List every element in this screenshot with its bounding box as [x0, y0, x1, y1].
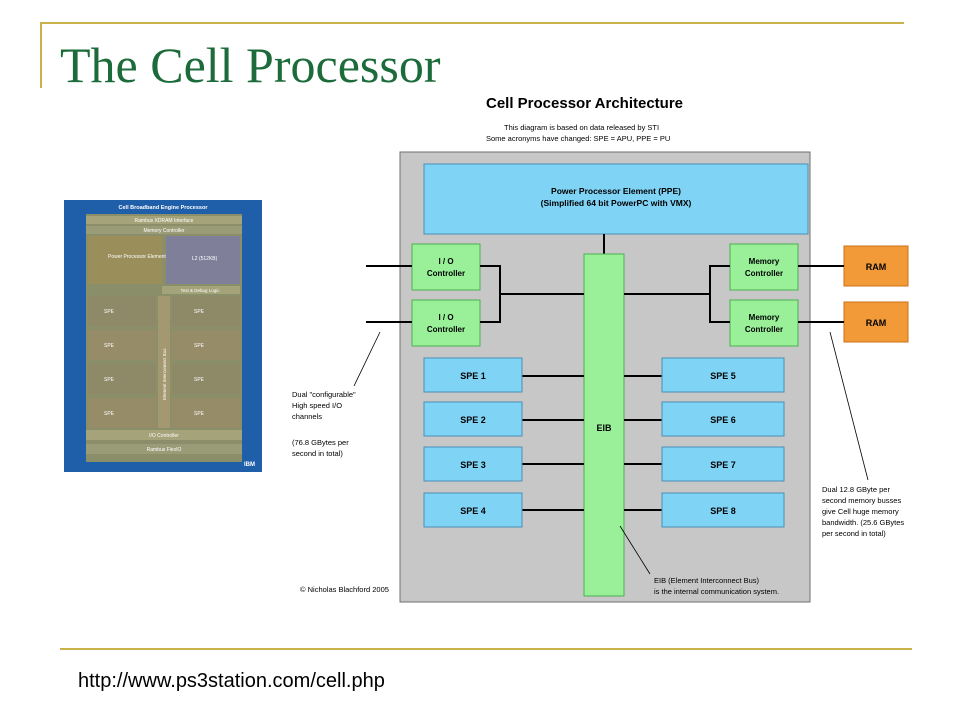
- io-controller-2: [411, 299, 481, 347]
- spe-1-block: [423, 357, 523, 393]
- io-note-pointer: [353, 331, 381, 387]
- die-label-spe: SPE: [104, 411, 115, 417]
- diagram-subtitle-1: This diagram is based on data released b…: [504, 123, 659, 132]
- spe-3-label: SPE 3: [460, 460, 486, 470]
- eib-note-pointer: [619, 525, 651, 575]
- ram-2: [843, 301, 909, 343]
- memory-controller-2-line2: Controller: [745, 325, 783, 334]
- memory-controller-2: [729, 299, 799, 347]
- spe-1-label: SPE 1: [460, 371, 486, 381]
- title-rule-vertical: [40, 22, 42, 88]
- io-note-line2: High speed I/O: [292, 401, 342, 410]
- die-test-debug: [162, 286, 240, 294]
- die-label-spe: SPE: [104, 343, 115, 349]
- diagram-title: Cell Processor Architecture: [486, 95, 683, 112]
- die-label-memory-controller: Memory Controller: [143, 228, 184, 234]
- memory-controller-1: [729, 243, 799, 291]
- memory-note-line1: Dual 12.8 GByte per: [822, 485, 890, 494]
- die-label-spe: SPE: [194, 309, 205, 315]
- die-label-spe: SPE: [194, 411, 205, 417]
- die-rambus-flexio: [86, 444, 242, 454]
- memory-controller-1-line1: Memory: [749, 257, 780, 266]
- diagram-credit: © Nicholas Blachford 2005: [300, 585, 389, 594]
- memory-controller-2-line1: Memory: [749, 313, 780, 322]
- die-memory-controller: [86, 226, 242, 234]
- die-label-spe: SPE: [104, 309, 115, 315]
- eib-block: [583, 253, 625, 597]
- io-controller-2-line2: Controller: [427, 325, 465, 334]
- io-controller-1: [411, 243, 481, 291]
- spe-8-label: SPE 8: [710, 506, 736, 516]
- footer-rule: [60, 648, 912, 650]
- cell-architecture-diagram: Cell Processor Architecture This diagram…: [292, 95, 909, 603]
- die-spe-block: [172, 296, 240, 326]
- spe-2-block: [423, 401, 523, 437]
- ram-1: [843, 245, 909, 287]
- die-label-ppe: Power Processor Element: [108, 254, 166, 260]
- die-photo: Cell Broadband Engine Processor Rambus X…: [64, 200, 262, 472]
- ppe-label-line2: (Simplified 64 bit PowerPC with VMX): [541, 198, 692, 208]
- spe-4-label: SPE 4: [460, 506, 486, 516]
- diagram-subtitle-2: Some acronyms have changed: SPE = APU, P…: [486, 134, 670, 143]
- spe-3-block: [423, 446, 523, 482]
- die-io-controller: [86, 430, 242, 440]
- die-spe-block: [88, 296, 156, 326]
- die-spe-block: [172, 330, 240, 360]
- source-url[interactable]: http://www.ps3station.com/cell.php: [78, 670, 385, 692]
- die-spe-block: [172, 398, 240, 428]
- spe-7-label: SPE 7: [710, 460, 736, 470]
- die-label-eib: Element Interconnect Bus: [162, 348, 167, 400]
- die-eib: [158, 296, 170, 428]
- memory-note-line4: bandwidth. (25.6 GBytes: [822, 518, 904, 527]
- die-l2: [166, 236, 240, 284]
- io-note-line5: second in total): [292, 449, 343, 458]
- spe-7-block: [661, 446, 785, 482]
- io-note-line4: (76.8 GBytes per: [292, 438, 349, 447]
- slide-title: The Cell Processor: [60, 37, 441, 93]
- die-label-spe: SPE: [194, 377, 205, 383]
- ppe-label-line1: Power Processor Element (PPE): [551, 186, 681, 196]
- die-spe-block: [88, 398, 156, 428]
- title-rule-horizontal: [40, 22, 904, 24]
- spe-8-block: [661, 492, 785, 528]
- ram-1-label: RAM: [866, 262, 887, 272]
- memory-note-line2: second memory busses: [822, 496, 901, 505]
- die-spe-block: [88, 330, 156, 360]
- memory-note-line3: give Cell huge memory: [822, 507, 899, 516]
- io-controller-1-line2: Controller: [427, 269, 465, 278]
- die-label-l2: L2 (512KB): [192, 256, 218, 262]
- memory-note-pointer: [829, 331, 869, 481]
- spe-2-label: SPE 2: [460, 415, 486, 425]
- ppe-block: [423, 163, 809, 235]
- die-label-rambus-xdram: Rambus XDRAM Interface: [135, 218, 194, 224]
- memory-controller-1-line2: Controller: [745, 269, 783, 278]
- die-ppe: [88, 236, 162, 284]
- spe-6-block: [661, 401, 785, 437]
- io-note-line3: channels: [292, 412, 322, 421]
- eib-note-line2: is the internal communication system.: [654, 587, 779, 596]
- memory-note-line5: per second in total): [822, 529, 886, 538]
- die-label-spe: SPE: [104, 377, 115, 383]
- die-rambus-xdram: [86, 216, 242, 224]
- die-spe-block: [172, 364, 240, 394]
- die-label-io-controller: I/O Controller: [149, 433, 179, 439]
- die-label-spe: SPE: [194, 343, 205, 349]
- spe-4-block: [423, 492, 523, 528]
- spe-5-label: SPE 5: [710, 371, 736, 381]
- spe-6-label: SPE 6: [710, 415, 736, 425]
- die-photo-title: Cell Broadband Engine Processor: [119, 205, 209, 211]
- bus-lines: [366, 265, 844, 511]
- die-spe-block: [88, 364, 156, 394]
- callout-lines: [353, 331, 869, 575]
- io-controller-1-line1: I / O: [438, 257, 453, 266]
- eib-note-line1: EIB (Element Interconnect Bus): [654, 576, 760, 585]
- io-note-line1: Dual "configurable": [292, 390, 356, 399]
- die-label-rambus-flexio: Rambus FlexIO: [147, 447, 182, 453]
- spe-5-block: [661, 357, 785, 393]
- eib-label: EIB: [596, 423, 612, 433]
- ram-2-label: RAM: [866, 318, 887, 328]
- die-label-test-debug: Test & Debug Logic: [180, 288, 220, 293]
- ibm-logo: IBM: [244, 462, 255, 468]
- io-controller-2-line1: I / O: [438, 313, 453, 322]
